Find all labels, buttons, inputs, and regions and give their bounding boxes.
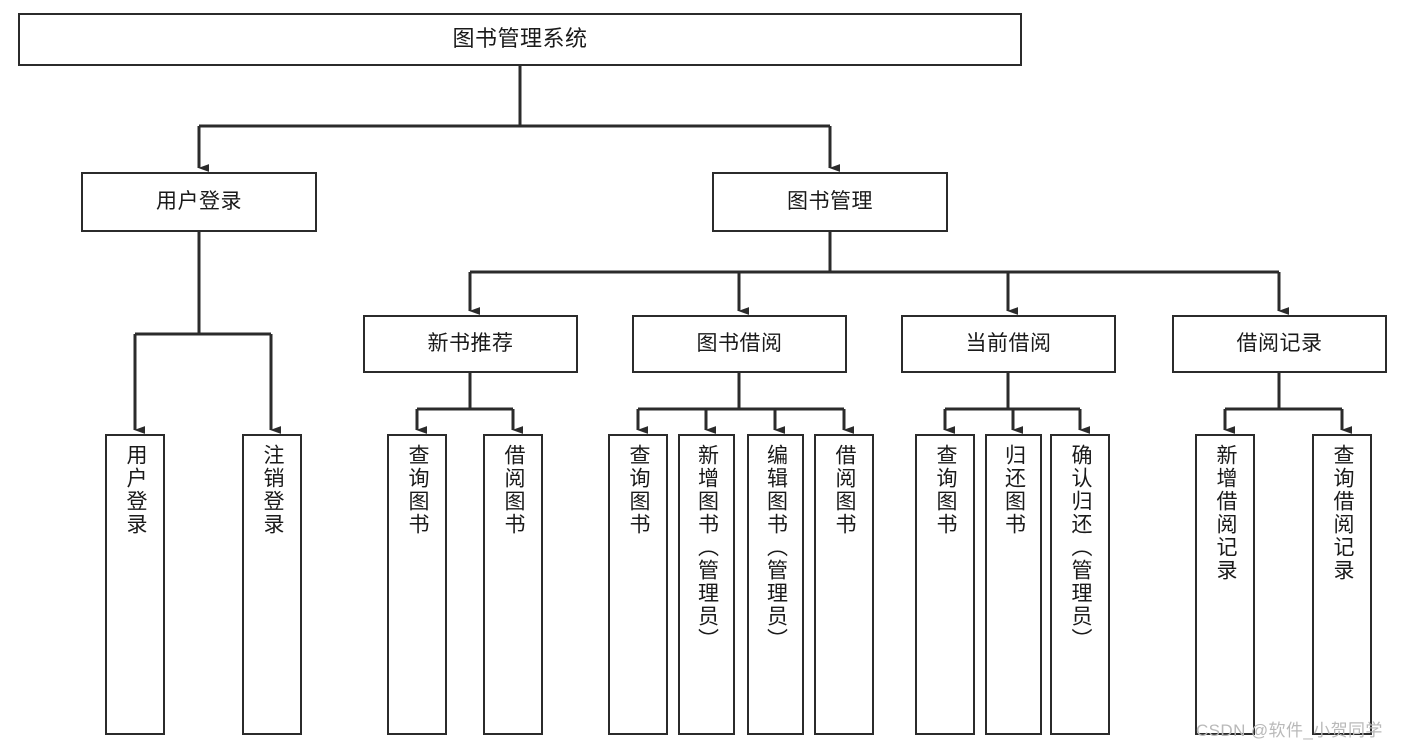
node-leaf-logout-label: 注销登录 [261,444,285,536]
node-user-login-label: 用户登录 [156,190,242,214]
node-root-label: 图书管理系统 [452,26,588,52]
node-borrow-record-label: 借阅记录 [1236,332,1323,356]
node-leaf-query-record-label: 查询借阅记录 [1331,444,1355,582]
node-book-manage[interactable]: 图书管理 [712,172,948,232]
node-leaf-query-record[interactable]: 查询借阅记录 [1312,434,1372,735]
node-user-login[interactable]: 用户登录 [81,172,317,232]
csdn-watermark: CSDN @软件_小贺同学 [1196,721,1383,740]
node-root[interactable]: 图书管理系统 [18,13,1022,66]
node-leaf-add-record-label: 新增借阅记录 [1214,444,1238,582]
node-new-book-rec-label: 新书推荐 [427,332,514,356]
node-leaf-logout[interactable]: 注销登录 [242,434,302,735]
node-leaf-confirm-return[interactable]: 确认归还（管理员） [1050,434,1110,735]
node-leaf-add-book[interactable]: 新增图书（管理员） [678,434,735,735]
node-leaf-borrow-book-2[interactable]: 借阅图书 [814,434,874,735]
node-leaf-add-record[interactable]: 新增借阅记录 [1195,434,1255,735]
node-leaf-add-book-label: 新增图书（管理员） [695,444,719,651]
node-leaf-query-book-1-label: 查询图书 [406,444,430,536]
node-leaf-return-book-label: 归还图书 [1002,444,1026,536]
node-book-borrow-label: 图书借阅 [696,332,783,356]
node-leaf-edit-book-label: 编辑图书（管理员） [764,444,788,651]
node-leaf-borrow-book-1[interactable]: 借阅图书 [483,434,543,735]
node-leaf-query-book-2-label: 查询图书 [627,444,651,536]
node-borrow-record[interactable]: 借阅记录 [1172,315,1387,373]
node-leaf-query-book-3[interactable]: 查询图书 [915,434,975,735]
node-leaf-borrow-book-1-label: 借阅图书 [502,444,526,536]
node-book-manage-label: 图书管理 [787,190,873,214]
node-leaf-user-login-label: 用户登录 [124,444,148,536]
node-current-borrow-label: 当前借阅 [965,332,1052,356]
node-new-book-rec[interactable]: 新书推荐 [363,315,578,373]
node-leaf-query-book-1[interactable]: 查询图书 [387,434,447,735]
node-leaf-query-book-2[interactable]: 查询图书 [608,434,668,735]
node-leaf-user-login[interactable]: 用户登录 [105,434,165,735]
node-book-borrow[interactable]: 图书借阅 [632,315,847,373]
node-leaf-confirm-return-label: 确认归还（管理员） [1069,444,1093,651]
node-leaf-borrow-book-2-label: 借阅图书 [833,444,857,536]
node-leaf-query-book-3-label: 查询图书 [934,444,958,536]
node-leaf-return-book[interactable]: 归还图书 [985,434,1042,735]
node-leaf-edit-book[interactable]: 编辑图书（管理员） [747,434,804,735]
node-current-borrow[interactable]: 当前借阅 [901,315,1116,373]
